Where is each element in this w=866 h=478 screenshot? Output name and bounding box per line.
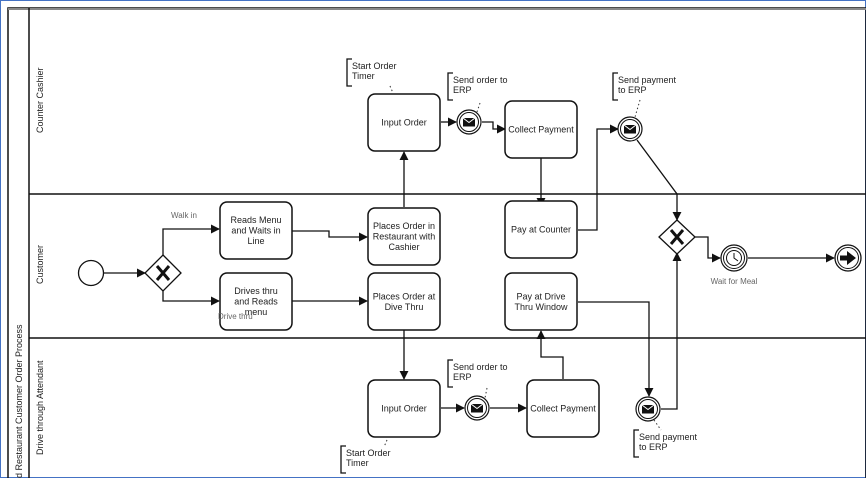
task-input-order-bottom[interactable]: Input Order <box>367 379 441 438</box>
annotation-text: Send order to <box>453 362 508 372</box>
annotation-text: to ERP <box>639 442 668 452</box>
flow-collect-to-pay-drive[interactable] <box>536 330 564 379</box>
task-label: Drives thru <box>234 286 278 296</box>
flow-walk-in[interactable] <box>162 224 220 255</box>
flow-drive-thru[interactable] <box>162 291 220 306</box>
associations <box>383 85 662 448</box>
message-event-send-payment-top[interactable] <box>617 116 643 142</box>
assoc-send-order-top <box>476 102 481 113</box>
task-label: Thru Window <box>514 302 568 312</box>
task-input-order-top[interactable]: Input Order <box>367 93 441 152</box>
split-gateway[interactable] <box>144 254 182 292</box>
envelope-icon <box>462 117 476 127</box>
task-label: Pay at Counter <box>511 225 571 235</box>
annotation-text: ERP <box>453 85 472 95</box>
end-event[interactable] <box>834 244 862 272</box>
assoc-send-payment-bottom <box>653 419 662 431</box>
assoc-send-payment-top <box>634 99 641 118</box>
lane-label-cashier: Counter Cashier <box>35 67 45 133</box>
lane-label-customer: Customer <box>35 245 45 284</box>
task-label: and Reads <box>234 297 278 307</box>
assoc-timer-top <box>389 85 394 94</box>
annotation-text: Timer <box>346 458 369 468</box>
task-label: Pay at Drive <box>516 291 565 301</box>
start-event[interactable] <box>77 259 105 287</box>
annotation-text: Send payment <box>618 75 677 85</box>
envelope-icon <box>641 404 655 414</box>
flow-label-walk-in: Walk in <box>171 211 197 220</box>
lane-label-drive: Drive through Attendant <box>35 360 45 455</box>
flow-msg-to-merge-gateway[interactable] <box>636 139 682 221</box>
annotation-text: Start Order <box>346 448 391 458</box>
task-label: Places Order in <box>373 221 435 231</box>
task-label: Places Order at <box>373 291 436 301</box>
annotation-text: Timer <box>352 71 375 81</box>
annotation-text: Send payment <box>639 432 698 442</box>
flow-msg-to-merge-gateway-bottom[interactable] <box>661 252 682 410</box>
task-label: Input Order <box>381 118 427 128</box>
flow-pay-counter-to-msg[interactable] <box>578 124 619 231</box>
message-event-send-order-top[interactable] <box>456 109 482 135</box>
task-label: Collect Payment <box>530 404 596 414</box>
flow-reads-to-places[interactable] <box>292 230 368 242</box>
envelope-icon <box>470 403 484 413</box>
assoc-timer-bottom <box>383 439 388 448</box>
task-label: Reads Menu <box>230 215 281 225</box>
message-event-send-order-bottom[interactable] <box>464 395 490 421</box>
flow-label-drive-thru: Drive thru <box>218 312 253 321</box>
task-label: Line <box>247 236 264 246</box>
task-label: and Waits in <box>231 226 280 236</box>
arrow-right-end-icon <box>840 251 856 265</box>
annotation-text: Send order to <box>453 75 508 85</box>
sequence-flows <box>104 117 835 413</box>
annotation-text: ERP <box>453 372 472 382</box>
task-label: Cashier <box>388 242 419 252</box>
task-label: Dive Thru <box>385 302 424 312</box>
task-collect-payment-top[interactable]: Collect Payment <box>504 100 578 159</box>
gateway-x-icon <box>669 229 685 245</box>
task-label: Input Order <box>381 404 427 414</box>
timer-event-wait-for-meal[interactable] <box>720 244 748 272</box>
annotation-text: Start Order <box>352 61 397 71</box>
pool-title: d Restaurant Customer Order Process <box>14 324 24 478</box>
pool: d Restaurant Customer Order Process Coun… <box>7 7 866 478</box>
merge-gateway[interactable] <box>658 219 696 255</box>
task-label: menu <box>245 307 268 317</box>
envelope-icon <box>623 124 637 134</box>
gateway-x-icon <box>155 265 171 281</box>
flow-msg-to-collect-top[interactable] <box>482 121 506 134</box>
task-collect-payment-bottom[interactable]: Collect Payment <box>526 379 600 438</box>
flow-pay-drive-to-msg[interactable] <box>578 301 654 397</box>
annotation-text: to ERP <box>618 85 647 95</box>
message-event-send-payment-bottom[interactable] <box>635 396 661 422</box>
task-label: Collect Payment <box>508 125 574 135</box>
clock-icon <box>726 250 742 266</box>
task-pay-counter[interactable]: Pay at Counter <box>504 200 578 259</box>
event-label-wait-for-meal: Wait for Meal <box>711 277 758 286</box>
assoc-send-order-bottom <box>484 387 488 399</box>
task-label: Restaurant with <box>373 232 436 242</box>
flow-gateway-to-timer[interactable] <box>695 236 721 263</box>
